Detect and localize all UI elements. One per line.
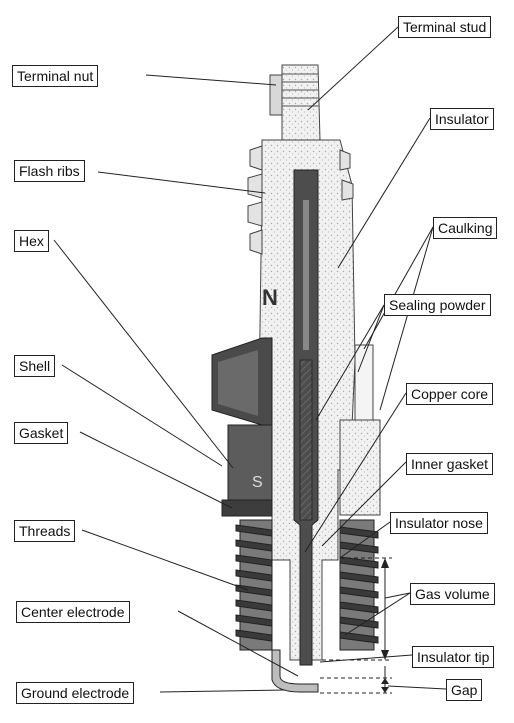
dimension-arrows (381, 558, 389, 693)
label-threads: Threads (14, 520, 76, 542)
label-terminal-nut: Terminal nut (12, 65, 99, 87)
label-shell: Shell (14, 355, 56, 377)
label-insulator-nose: Insulator nose (390, 512, 488, 534)
label-inner-gasket: Inner gasket (406, 453, 494, 475)
flash-ribs-shape (247, 145, 354, 255)
terminal-stud-shape (269, 64, 321, 141)
gasket-shape (221, 499, 273, 517)
label-gap: Gap (446, 679, 483, 701)
label-terminal-stud: Terminal stud (398, 16, 492, 38)
label-insulator: Insulator (430, 108, 494, 130)
label-caulking: Caulking (433, 217, 498, 239)
terminal-nut-shape (269, 74, 283, 116)
ground-electrode-shape (258, 649, 319, 693)
leader-lines (53, 26, 447, 693)
label-center-electrode: Center electrode (16, 601, 130, 623)
shell-right-shape (339, 419, 381, 516)
label-gasket: Gasket (14, 422, 69, 444)
label-insulator-tip: Insulator tip (412, 646, 495, 668)
label-sealing-powder: Sealing powder (384, 294, 491, 316)
label-gas-volume: Gas volume (410, 583, 495, 605)
label-copper-core: Copper core (406, 383, 494, 405)
label-ground-electrode: Ground electrode (16, 682, 135, 704)
insulator-marking: N (262, 285, 278, 310)
shell-marking: S (252, 474, 263, 491)
copper-core-shape (299, 359, 313, 521)
label-flash-ribs: Flash ribs (14, 160, 85, 182)
label-hex: Hex (14, 230, 49, 252)
threads-shape (235, 519, 379, 651)
